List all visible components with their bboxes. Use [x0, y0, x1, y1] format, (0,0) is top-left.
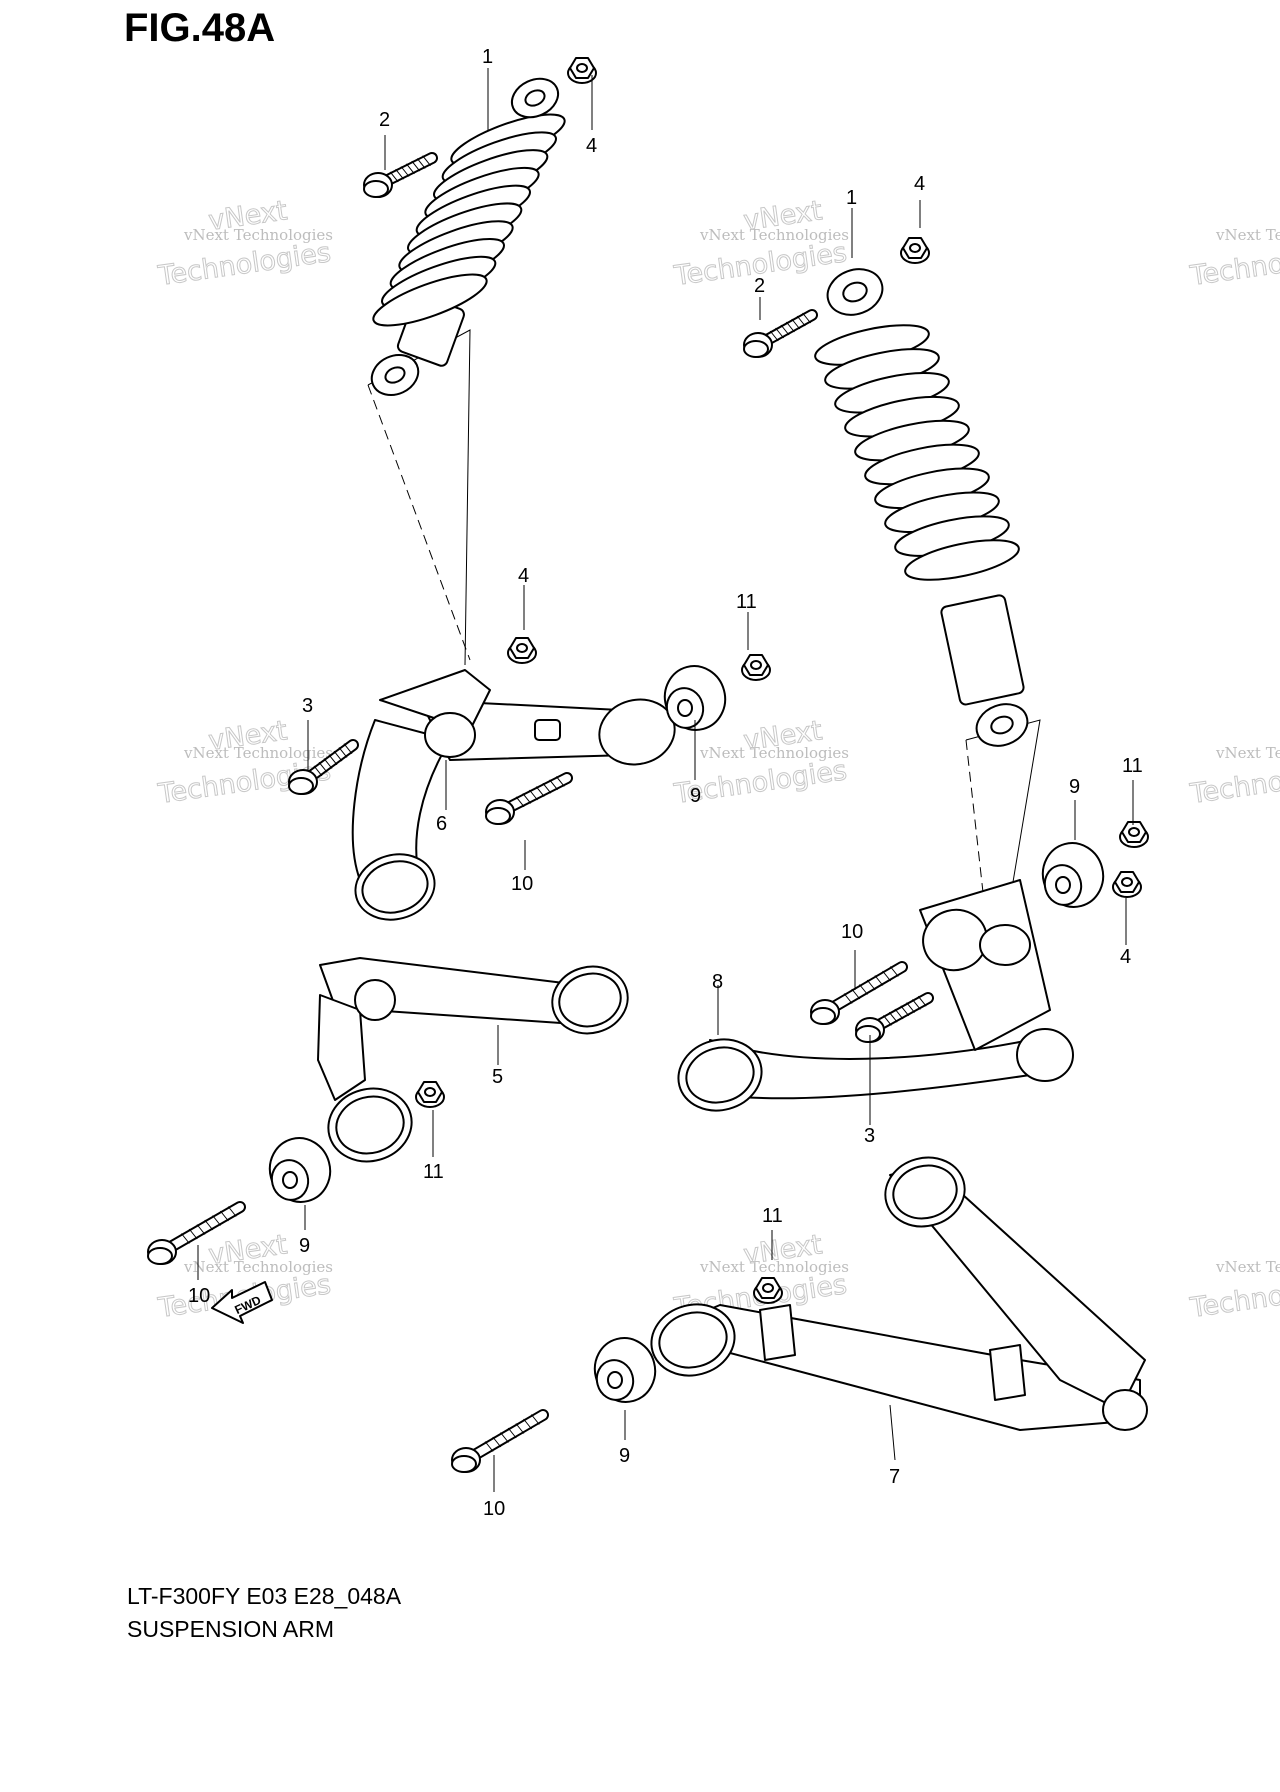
callout-10: 10 [483, 1498, 505, 1520]
callout-1: 1 [846, 187, 857, 209]
callout-11: 11 [736, 591, 757, 613]
bolt [855, 992, 934, 1043]
nut [567, 57, 597, 84]
lower-arm-part-7 [650, 1156, 1148, 1431]
model-code-caption: LT-F300FY E03 E28_048A [127, 1583, 402, 1609]
spring-coil [372, 273, 488, 327]
bolt [147, 1201, 246, 1265]
callout-5: 5 [492, 1066, 503, 1088]
watermark-text: Technologies [156, 237, 333, 292]
bolt [363, 152, 438, 198]
nut [753, 1277, 783, 1304]
watermark-text: vNext Technologies [183, 226, 333, 244]
nut [415, 1081, 445, 1108]
watermark-text: vNext Technologies [1215, 744, 1280, 762]
bushing-left [268, 1137, 332, 1203]
callout-4: 4 [518, 565, 529, 587]
upper-arm-left [351, 669, 676, 921]
watermark-text: vNext Technologies [1215, 226, 1280, 244]
bolt [485, 772, 573, 825]
shock-absorber-right [814, 268, 1041, 961]
callout-11: 11 [1122, 755, 1143, 777]
bolt [288, 739, 359, 795]
watermark-text: Technologies [1188, 237, 1280, 292]
callout-3: 3 [864, 1125, 875, 1147]
callout-9: 9 [619, 1445, 630, 1467]
watermark-left-mid: vNext Technologies Technologies vNext [155, 715, 333, 811]
bolt [810, 961, 908, 1025]
nut [741, 654, 771, 681]
callout-11: 11 [762, 1205, 783, 1227]
callout-8: 8 [712, 971, 723, 993]
bolt [451, 1409, 549, 1473]
watermark-text: vNext Technologies [699, 226, 849, 244]
nut-group [415, 57, 1149, 1304]
callout-leaders [197, 68, 1134, 1492]
callout-4: 4 [914, 173, 925, 195]
callout-10: 10 [188, 1285, 210, 1307]
forward-direction-arrow: FWD [211, 1281, 273, 1324]
watermark-right-low: vNext Technologies Technologies [1187, 1258, 1280, 1325]
bolt-group [147, 152, 934, 1473]
callout-7: 7 [889, 1466, 900, 1488]
callout-9: 9 [299, 1235, 310, 1257]
nut [507, 637, 537, 664]
watermark-text: vNext Technologies [183, 1258, 333, 1276]
callout-2: 2 [754, 275, 765, 297]
watermark-text: vNext Technologies [183, 744, 333, 762]
nut [900, 237, 930, 264]
bushing-upper-right [1041, 842, 1105, 908]
callout-numbers: 1 2 4 1 2 4 4 11 3 9 6 10 9 11 10 8 4 3 … [188, 46, 1143, 1520]
callout-10: 10 [841, 921, 863, 943]
upper-arm-right [677, 879, 1074, 1112]
callout-9: 9 [1069, 776, 1080, 798]
spring-coil [904, 539, 1020, 581]
callout-6: 6 [436, 813, 447, 835]
callout-11: 11 [423, 1161, 444, 1183]
callout-2: 2 [379, 109, 390, 131]
callout-10: 10 [511, 873, 533, 895]
watermark-text: Technologies [1188, 1269, 1280, 1324]
arm-part-5 [317, 957, 629, 1163]
watermark-right-top: vNext Technologies Technologies [1187, 226, 1280, 293]
callout-4: 4 [1120, 946, 1131, 968]
watermark-text: Technologies [1188, 755, 1280, 810]
callout-3: 3 [302, 695, 313, 717]
watermark-text: vNext Technologies [1215, 1258, 1280, 1276]
watermark-text: vNext Technologies [699, 1258, 849, 1276]
callout-9: 9 [690, 785, 701, 807]
bolt [743, 309, 818, 358]
watermark-right-mid: vNext Technologies Technologies [1187, 744, 1280, 811]
callout-4: 4 [586, 135, 597, 157]
nut [1112, 871, 1142, 898]
section-title-caption: SUSPENSION ARM [127, 1616, 335, 1642]
figure-title: FIG.48A [124, 6, 276, 50]
bushing-lower [593, 1337, 657, 1403]
callout-1: 1 [482, 46, 493, 68]
shock-absorber-left [367, 77, 566, 666]
bushing-upper-center [663, 665, 727, 731]
leader-line [367, 384, 471, 661]
watermark-text: vNext Technologies [699, 744, 849, 762]
watermark-left-top: vNext Technologies Technologies vNext [155, 195, 333, 293]
nut [1119, 821, 1149, 848]
